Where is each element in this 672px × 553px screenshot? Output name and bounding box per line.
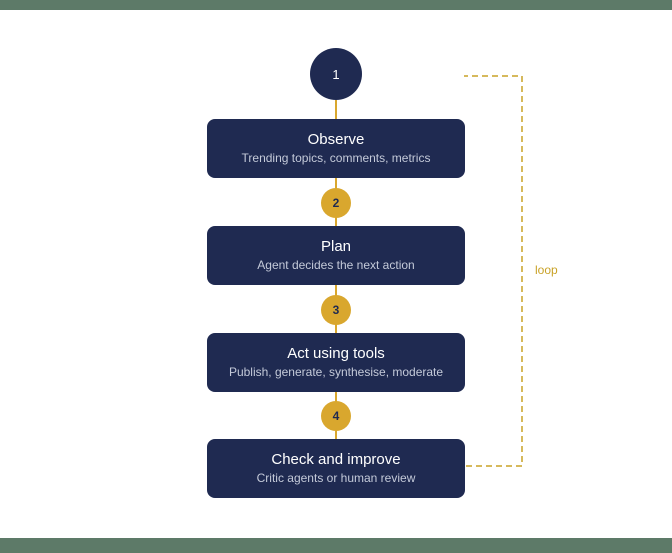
step-subtitle: Trending topics, comments, metrics [241, 151, 431, 166]
step-subtitle: Agent decides the next action [257, 258, 415, 273]
step-number: 4 [332, 409, 340, 423]
bottom-edge-bar [0, 538, 672, 553]
step-subtitle: Publish, generate, synthesise, moderate [228, 365, 444, 380]
start-circle: 1 [310, 48, 362, 100]
step-card-check: Check and improve Critic agents or human… [207, 439, 465, 498]
step-number: 3 [332, 303, 340, 317]
step-title: Check and improve [271, 450, 401, 468]
step-title: Plan [320, 237, 352, 255]
step-number-circle-4: 4 [321, 401, 351, 431]
step-card-act: Act using tools Publish, generate, synth… [207, 333, 465, 392]
step-subtitle: Critic agents or human review [256, 471, 416, 486]
step-number: 2 [332, 196, 340, 210]
step-title: Act using tools [287, 344, 385, 362]
step-card-observe: Observe Trending topics, comments, metri… [207, 119, 465, 178]
connector-start-observe [335, 100, 337, 120]
loop-label: loop [535, 263, 558, 277]
top-edge-bar [0, 0, 672, 10]
step-number-circle-2: 2 [321, 188, 351, 218]
step-number-circle-3: 3 [321, 295, 351, 325]
step-card-plan: Plan Agent decides the next action [207, 226, 465, 285]
start-number: 1 [332, 66, 340, 82]
step-title: Observe [307, 130, 365, 148]
